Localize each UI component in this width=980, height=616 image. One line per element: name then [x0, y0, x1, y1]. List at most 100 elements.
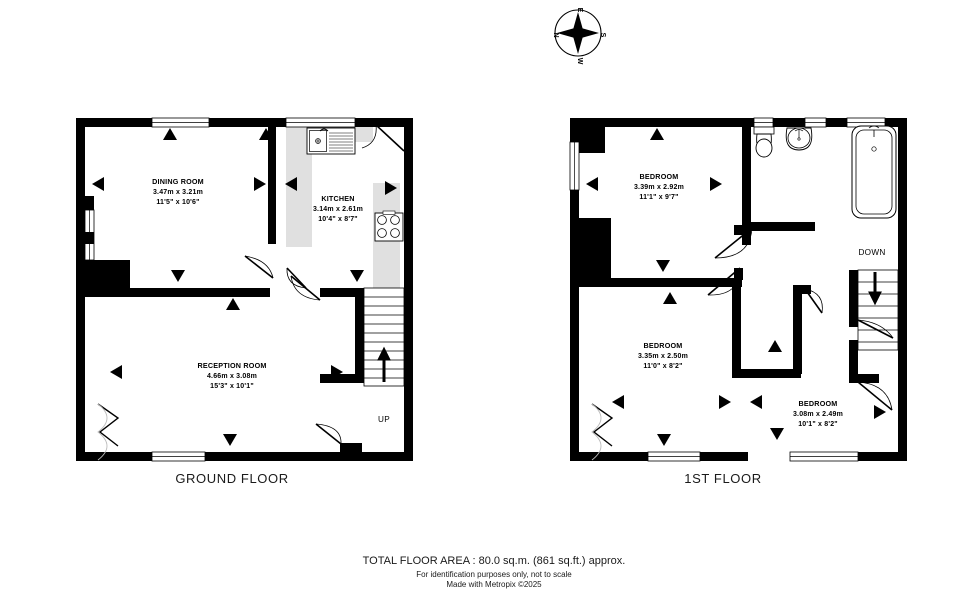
view-marker	[750, 395, 762, 409]
room-name: DINING ROOM	[152, 177, 204, 186]
view-marker	[663, 292, 677, 304]
room-metric: 3.47m x 3.21m	[153, 189, 203, 196]
room-label-kitchen: KITCHEN 3.14m x 2.61m 10'4" x 8'7"	[313, 194, 363, 223]
room-label-bedroom-1: BEDROOM 3.39m x 2.92m 11'1" x 9'7"	[634, 172, 684, 201]
bathtub-icon	[851, 125, 897, 219]
view-marker	[657, 434, 671, 446]
room-label-bedroom-3: BEDROOM 3.08m x 2.49m 10'1" x 8'2"	[793, 399, 843, 428]
compass-label-west: W	[576, 58, 583, 65]
view-marker	[768, 340, 782, 352]
ground-floor-title: GROUND FLOOR	[175, 471, 288, 486]
wall-dining-kitchen	[268, 127, 276, 244]
view-marker	[770, 428, 784, 440]
corner-block-first	[579, 127, 605, 153]
room-name: KITCHEN	[321, 194, 354, 203]
window-bedroom3-bottom	[789, 451, 859, 462]
view-marker	[331, 365, 343, 379]
room-imperial: 15'3" x 10'1"	[210, 383, 254, 390]
credit-text: Made with Metropix ©2025	[446, 580, 542, 589]
stair-label-up: UP	[378, 415, 390, 424]
view-marker	[92, 177, 104, 191]
view-marker	[656, 260, 670, 272]
ground-internal-walls	[85, 127, 364, 461]
room-metric: 3.14m x 2.61m	[313, 206, 363, 213]
window-bathroom-top-2	[804, 117, 827, 128]
kitchen-hob	[374, 210, 404, 242]
wall-stair-side	[355, 288, 364, 383]
room-metric: 4.66m x 3.08m	[207, 373, 257, 380]
window-reception-bottom	[151, 451, 206, 462]
room-name: RECEPTION ROOM	[197, 361, 266, 370]
jamb-front-door	[340, 443, 362, 461]
view-marker	[285, 177, 297, 191]
sink-basin-icon	[785, 127, 813, 151]
chimney-breast-left	[85, 260, 130, 288]
view-marker	[259, 128, 273, 140]
view-marker	[612, 395, 624, 409]
first-exterior-walls	[570, 118, 907, 461]
wall-bed1-bed2	[579, 278, 742, 287]
wall-bath-bottom	[751, 222, 815, 231]
toilet-icon	[753, 126, 775, 158]
room-imperial: 11'5" x 10'6"	[156, 199, 199, 206]
window-kitchen-top	[285, 117, 356, 128]
room-label-reception-room: RECEPTION ROOM 4.66m x 3.08m 15'3" x 10'…	[197, 361, 266, 390]
compass-star	[557, 12, 599, 54]
room-metric: 3.08m x 2.49m	[793, 411, 843, 418]
view-marker	[163, 128, 177, 140]
window-dining-top	[151, 117, 210, 128]
wall-stair-first-c	[849, 340, 858, 382]
ground-floor-plan: UP	[76, 117, 413, 486]
window-bedroom2-bottom	[647, 451, 701, 462]
room-name: BEDROOM	[644, 341, 683, 350]
window-bedroom1-left	[569, 141, 580, 191]
view-marker	[223, 434, 237, 446]
ground-view-markers	[92, 128, 397, 446]
kitchen-sink	[306, 127, 356, 155]
room-imperial: 10'4" x 8'7"	[318, 216, 358, 223]
wall-bed3-top	[741, 369, 801, 378]
view-marker	[226, 298, 240, 310]
room-metric: 3.39m x 2.92m	[634, 184, 684, 191]
stair-label-down: DOWN	[858, 248, 885, 257]
staircase-first: DOWN	[857, 248, 899, 351]
room-name: BEDROOM	[640, 172, 679, 181]
compass-label-north: N	[552, 32, 559, 37]
room-label-bedroom-2: BEDROOM 3.35m x 2.50m 11'0" x 8'2"	[638, 341, 688, 370]
first-view-markers	[586, 128, 886, 446]
staircase-ground: UP	[363, 287, 405, 424]
first-door-swings	[591, 227, 894, 461]
room-imperial: 10'1" x 8'2"	[798, 421, 838, 428]
view-marker	[110, 365, 122, 379]
room-name: BEDROOM	[799, 399, 838, 408]
first-floor-title: 1ST FLOOR	[684, 471, 761, 486]
view-marker	[254, 177, 266, 191]
footer: TOTAL FLOOR AREA : 80.0 sq.m. (861 sq.ft…	[363, 555, 626, 589]
bathroom-fixtures	[753, 125, 897, 219]
disclaimer-text: For identification purposes only, not to…	[416, 570, 572, 579]
ground-exterior-walls	[76, 118, 413, 461]
wall-hall-lower	[320, 374, 364, 383]
wall-landing-vert	[732, 280, 741, 378]
total-floor-area: TOTAL FLOOR AREA : 80.0 sq.m. (861 sq.ft…	[363, 555, 626, 567]
view-marker	[719, 395, 731, 409]
wall-hall-top	[320, 288, 364, 297]
wall-bed1-bath	[742, 127, 751, 245]
first-floor-plan: DOWN	[569, 117, 907, 486]
first-room-labels: BEDROOM 3.39m x 2.92m 11'1" x 9'7" BEDRO…	[634, 172, 843, 428]
first-windows	[569, 117, 886, 462]
first-internal-walls	[579, 127, 897, 383]
view-marker	[171, 270, 185, 282]
room-imperial: 11'1" x 9'7"	[639, 194, 678, 201]
view-marker	[710, 177, 722, 191]
view-marker	[385, 181, 397, 195]
ground-door-swings	[97, 124, 405, 461]
chimney-breast-first	[579, 218, 611, 280]
view-marker	[874, 405, 886, 419]
wall-dining-reception	[85, 288, 270, 297]
view-marker	[350, 270, 364, 282]
room-label-dining-room: DINING ROOM 3.47m x 3.21m 11'5" x 10'6"	[152, 177, 204, 206]
compass-rose: E S W N	[552, 8, 606, 65]
